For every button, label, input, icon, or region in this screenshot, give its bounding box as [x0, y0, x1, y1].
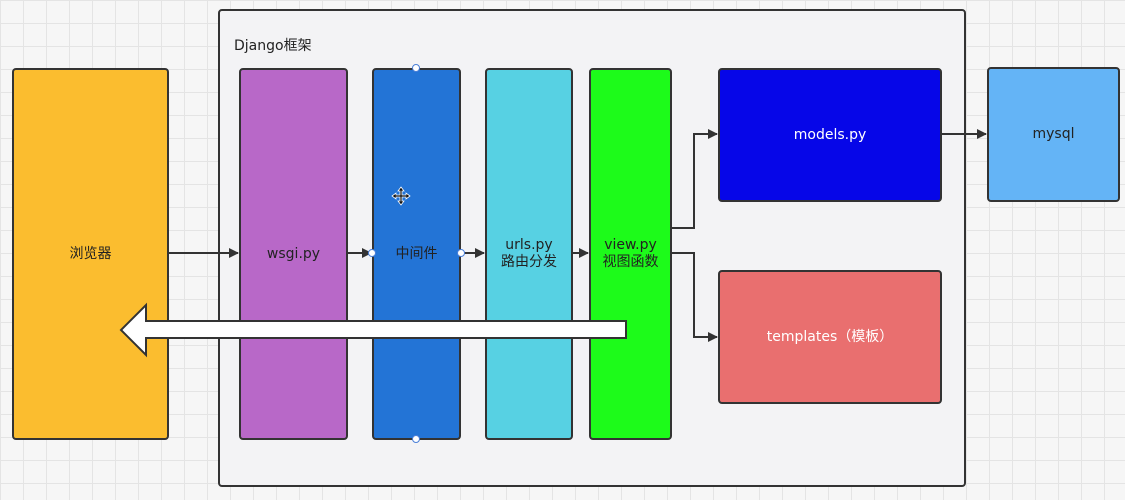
models-node[interactable]: models.py: [718, 68, 942, 202]
selection-handle-left[interactable]: [368, 249, 376, 257]
mysql-node-label: mysql: [1032, 126, 1075, 142]
middleware-node-label: 中间件: [395, 245, 438, 262]
templates-node-label: templates（模板）: [766, 328, 894, 345]
selection-handle-bottom[interactable]: [412, 435, 420, 443]
urls-node[interactable]: urls.py 路由分发: [485, 68, 573, 440]
view-node[interactable]: view.py 视图函数: [589, 68, 672, 440]
browser-node-label: 浏览器: [69, 245, 112, 262]
middleware-node[interactable]: 中间件: [372, 68, 461, 440]
templates-node[interactable]: templates（模板）: [718, 270, 942, 404]
selection-handle-right[interactable]: [457, 249, 465, 257]
browser-node[interactable]: 浏览器: [12, 68, 169, 440]
selection-handle-top[interactable]: [412, 64, 420, 72]
urls-node-label: urls.py: [505, 237, 553, 253]
mysql-node[interactable]: mysql: [987, 67, 1120, 202]
urls-node-sublabel: 路由分发: [501, 254, 557, 270]
django-frame-title: Django框架: [234, 38, 312, 54]
view-node-sublabel: 视图函数: [602, 254, 659, 270]
move-cursor-icon: [391, 186, 411, 206]
models-node-label: models.py: [793, 126, 867, 143]
wsgi-node[interactable]: wsgi.py: [239, 68, 348, 440]
wsgi-node-label: wsgi.py: [266, 245, 321, 262]
view-node-label: view.py: [604, 237, 657, 253]
